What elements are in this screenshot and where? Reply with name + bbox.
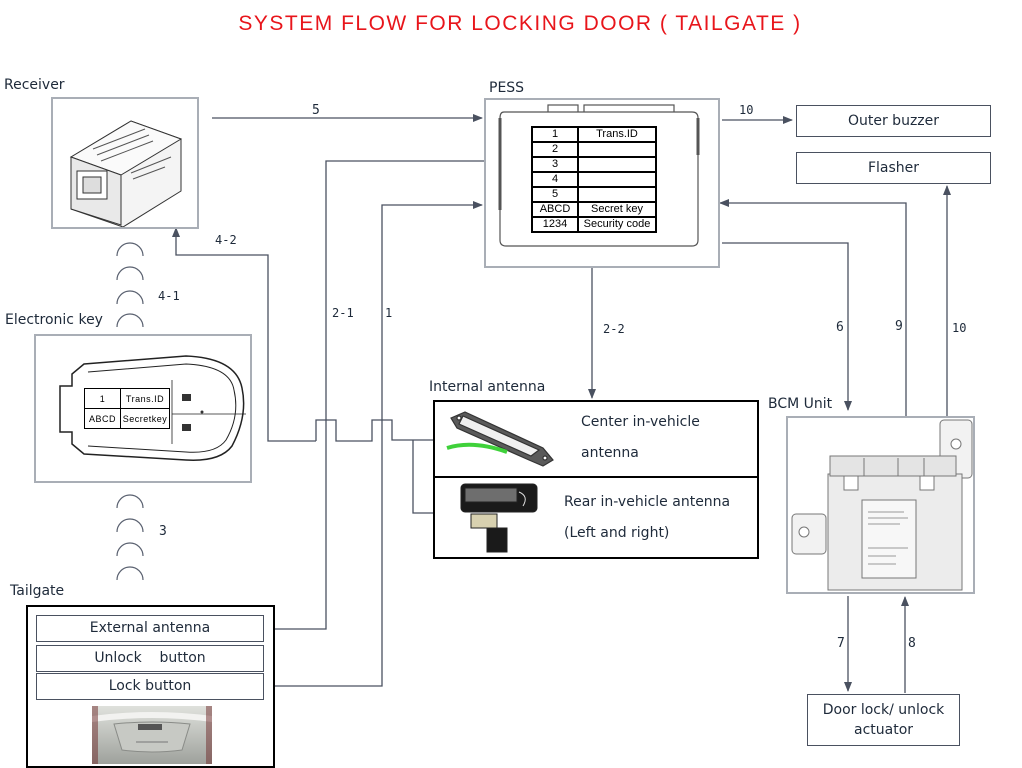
signal-label-4-1: 4-1: [158, 289, 180, 303]
bcm-module-icon: [791, 419, 973, 591]
signal-label-3: 3: [159, 524, 167, 539]
pess-table-row: 5: [531, 186, 657, 203]
center-antenna-icon: [446, 411, 554, 467]
flasher-box: Flasher: [796, 152, 991, 184]
signal-label-2-2: 2-2: [603, 322, 625, 336]
actuator-line1: Door lock/ unlock: [822, 702, 945, 718]
signal-label-1: 1: [385, 306, 393, 320]
actuator-line2: actuator: [853, 722, 914, 738]
signal-label-7: 7: [837, 636, 845, 651]
center-antenna-line1: Center in-vehicle: [581, 414, 700, 430]
pess-table-row: 3: [531, 156, 657, 173]
signal-label-2-1: 2-1: [332, 306, 354, 320]
internal-antenna-box: Center in-vehicle antenna Rear in-vehicl…: [433, 400, 759, 559]
rear-antenna-line2: (Left and right): [564, 525, 670, 541]
signal-label-8: 8: [908, 636, 916, 651]
signal-label-10-flasher: 10: [952, 321, 967, 335]
receiver-box: [51, 97, 199, 229]
pess-label: PESS: [489, 80, 525, 96]
wireless-arcs-3: [116, 494, 144, 581]
electronic-key-label: Electronic key: [5, 312, 103, 328]
bcm-box: [786, 416, 975, 594]
wire-rear-antenna: [412, 440, 433, 514]
rear-antenna-line1: Rear in-vehicle antenna: [564, 494, 731, 510]
wire-antenna-bus: [315, 419, 433, 442]
receiver-icon: [69, 120, 183, 228]
external-antenna-row: External antenna: [36, 615, 264, 642]
signal-label-6: 6: [836, 320, 844, 335]
pess-table-row: 4: [531, 171, 657, 188]
pess-table-row: 2: [531, 141, 657, 158]
diagram-title: SYSTEM FLOW FOR LOCKING DOOR ( TAILGATE …: [238, 12, 802, 35]
bcm-label: BCM Unit: [768, 396, 833, 412]
rear-antenna-icon: [460, 483, 538, 553]
lock-button-row[interactable]: Lock button: [36, 673, 264, 700]
tailgate-label: Tailgate: [10, 583, 65, 599]
antenna-divider: [435, 476, 757, 478]
signal-label-10-buzzer: 10: [739, 103, 754, 117]
wire-6: [722, 242, 852, 411]
tailgate-photo: [92, 706, 212, 764]
actuator-box: Door lock/ unlock actuator: [807, 694, 960, 746]
internal-antenna-label: Internal antenna: [429, 379, 546, 395]
signal-label-5: 5: [312, 103, 320, 118]
signal-label-4-2: 4-2: [215, 233, 237, 247]
wire-9: [719, 199, 907, 417]
wireless-arcs-4-1: [116, 242, 144, 328]
center-antenna-line2: antenna: [581, 445, 639, 461]
unlock-button-row[interactable]: Unlock button: [36, 645, 264, 672]
outer-buzzer-box: Outer buzzer: [796, 105, 991, 137]
receiver-label: Receiver: [4, 77, 65, 93]
signal-label-9: 9: [895, 319, 903, 334]
